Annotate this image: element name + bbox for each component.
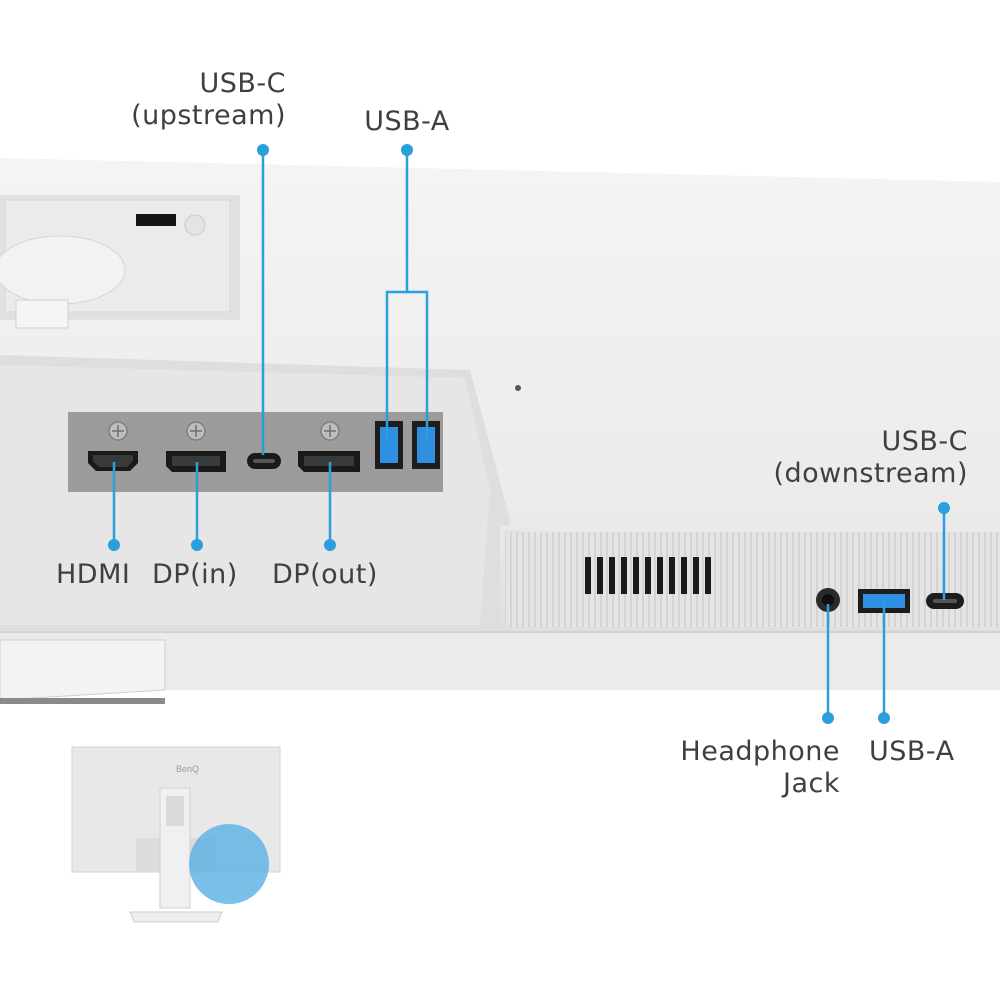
callout-dots	[108, 144, 950, 724]
brand-logo: BenQ	[176, 764, 199, 774]
usb-c-upstream-label: USB-C (upstream)	[131, 68, 286, 131]
usb-c-port-icon	[926, 593, 964, 609]
monitor-thumbnail: BenQ	[71, 746, 281, 923]
grille-slot	[621, 557, 627, 594]
headphone-jack-label: Headphone Jack	[680, 736, 840, 799]
hdmi-label: HDMI	[56, 559, 131, 590]
grille-slot	[669, 557, 675, 594]
usb-c-downstream-label: USB-C (downstream)	[773, 426, 968, 489]
usb-a-port-icon	[375, 421, 403, 469]
dp-out-label: DP(out)	[272, 559, 378, 590]
grille-slot	[633, 557, 639, 594]
grille-slot	[657, 557, 663, 594]
grille-slot	[681, 557, 687, 594]
grille-slot	[705, 557, 711, 594]
grille-slot	[585, 557, 591, 594]
grille-slot	[693, 557, 699, 594]
hdmi-port-icon	[88, 451, 138, 471]
headphone-jack-icon	[816, 588, 840, 612]
callout-lines	[112, 150, 946, 718]
grille-slot	[645, 557, 651, 594]
usb-a-bottom-label: USB-A	[869, 736, 955, 767]
usb-a-port-icon	[412, 421, 440, 469]
dp-in-label: DP(in)	[152, 559, 238, 590]
grille-slot	[597, 557, 603, 594]
displayport-icon	[166, 451, 226, 472]
usb-a-top-label: USB-A	[364, 106, 450, 137]
displayport-icon	[298, 451, 360, 472]
usb-c-port-icon	[247, 453, 281, 469]
speaker-grille	[585, 557, 711, 594]
grille-slot	[609, 557, 615, 594]
